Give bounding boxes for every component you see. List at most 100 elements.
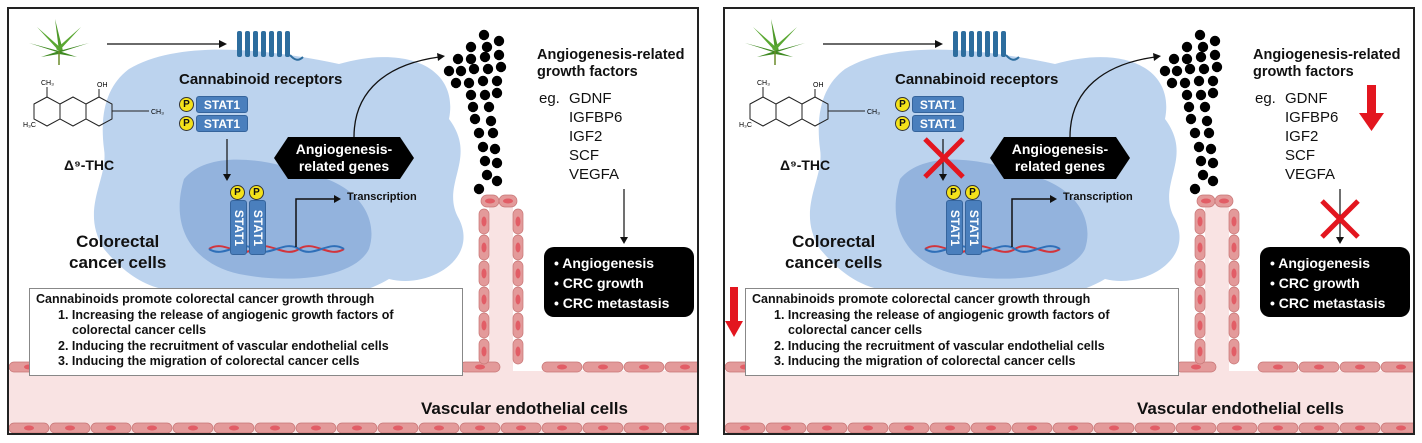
cell-nucleus <box>481 320 487 331</box>
growth-factor-dot <box>1205 143 1217 155</box>
cell-nucleus <box>680 364 690 370</box>
growth-factor-dot <box>450 77 462 89</box>
growth-factor-dot <box>1209 49 1221 61</box>
arrow-genes-factors <box>353 56 440 138</box>
thc-label: Δ⁹-THC <box>64 157 115 173</box>
cell-nucleus <box>986 425 996 431</box>
cell-nucleus <box>639 364 649 370</box>
growth-factor-dot <box>479 89 491 101</box>
cell-nucleus <box>515 216 521 227</box>
growth-factor-dot <box>1171 65 1183 77</box>
summary-item: 2. Inducing the recruitment of vascular … <box>774 338 1105 353</box>
cell-nucleus <box>1191 364 1201 370</box>
growth-factor-dot <box>452 53 464 65</box>
cell-nucleus <box>1197 294 1203 305</box>
growth-factor-dot <box>479 51 491 63</box>
growth-factor-dot <box>1207 157 1219 169</box>
transcription-arrow <box>295 198 334 247</box>
arrow-genes-factors <box>1069 56 1156 138</box>
cell-nucleus <box>1068 425 1078 431</box>
stat1-protein: STAT1 <box>196 115 248 132</box>
blood-vessel <box>725 194 1413 433</box>
outcome-item: • CRC metastasis <box>1270 295 1386 311</box>
growth-factor-dot <box>468 63 480 75</box>
panel-right: CH₃ OH CH₃ H₃C <box>723 7 1415 435</box>
outcome-item: • Angiogenesis <box>1270 255 1371 271</box>
outcome-item: • CRC growth <box>554 275 644 291</box>
stat1-nuclear: STAT1 <box>946 200 963 255</box>
stat1-nuclear: STAT1 <box>230 200 247 255</box>
cell-nucleus <box>1355 425 1365 431</box>
summary-head: Cannabinoids promote colorectal cancer g… <box>36 292 375 306</box>
growth-factor-dot <box>465 89 477 101</box>
cell-nucleus <box>740 425 750 431</box>
growth-factor-dot <box>493 35 505 47</box>
cell-nucleus <box>1197 216 1203 227</box>
growth-factor-dot <box>467 101 479 113</box>
cell-nucleus <box>1314 364 1324 370</box>
growth-factor-dot <box>443 65 455 77</box>
cell-nucleus <box>1197 268 1203 279</box>
summary-box: Cannabinoids promote colorectal cancer g… <box>29 288 463 376</box>
growth-factor-item: VEGFA <box>1285 166 1336 183</box>
decrease-arrow-icon <box>1359 85 1384 131</box>
growth-factor-item: SCF <box>569 147 599 164</box>
cell-nucleus <box>1109 425 1119 431</box>
cell-nucleus <box>1231 242 1237 253</box>
growth-factor-item: GDNF <box>569 90 612 107</box>
growth-factor-dot <box>1181 89 1193 101</box>
thc-structure-icon <box>749 87 865 127</box>
colorectal-cancer-cells-label: Colorectal cancer cells <box>69 231 166 273</box>
vessel-label: Vascular endothelial cells <box>421 399 628 418</box>
cell-nucleus <box>781 425 791 431</box>
cell-nucleus <box>352 425 362 431</box>
genes-label-line2: related genes <box>1014 158 1106 174</box>
growth-factor-dot <box>491 175 503 187</box>
thc-ch3-label: CH₃ <box>757 80 770 87</box>
growth-factor-dot <box>1189 183 1201 195</box>
growth-factor-dot <box>1184 63 1196 75</box>
growth-factor-item: IGFBP6 <box>569 109 623 126</box>
cell-nucleus <box>1396 364 1406 370</box>
cell-nucleus <box>481 216 487 227</box>
growth-factor-dot <box>465 53 477 65</box>
cell-nucleus <box>1355 364 1365 370</box>
cell-nucleus <box>147 425 157 431</box>
gf-prefix: eg. <box>1255 90 1276 107</box>
cell-nucleus <box>475 364 485 370</box>
growth-factor-dot <box>1195 51 1207 63</box>
cell-nucleus <box>822 425 832 431</box>
cannabinoid-receptor-icon <box>237 31 304 61</box>
growth-factor-dot <box>455 65 467 77</box>
cell-nucleus <box>1231 320 1237 331</box>
cell-nucleus <box>1231 294 1237 305</box>
growth-factor-dot <box>481 41 493 53</box>
cell-nucleus <box>503 198 513 204</box>
cell-nucleus <box>65 425 75 431</box>
gf-title-line2: growth factors <box>537 64 638 80</box>
cell-nucleus <box>516 425 526 431</box>
thc-label: Δ⁹-THC <box>780 157 831 173</box>
cell-nucleus <box>945 425 955 431</box>
growth-factor-dot <box>1209 35 1221 47</box>
phospho-badge: P <box>895 97 910 112</box>
vessel-label: Vascular endothelial cells <box>1137 399 1344 418</box>
cell-nucleus <box>481 294 487 305</box>
growth-factor-dot <box>1201 115 1213 127</box>
thc-ch3-tail-label: CH₃ <box>867 109 880 116</box>
transcription-label: Transcription <box>347 191 417 203</box>
cell-nucleus <box>481 242 487 253</box>
growth-factor-dot <box>1193 75 1205 87</box>
growth-factor-dot <box>477 141 489 153</box>
growth-factors-title: Angiogenesis-related growth factors <box>1253 47 1400 81</box>
growth-factor-dots <box>1159 29 1223 195</box>
growth-factor-dot <box>477 75 489 87</box>
thc-ch3-tail-label: CH₃ <box>151 109 164 116</box>
summary-item: 3. Inducing the migration of colorectal … <box>58 354 360 368</box>
growth-factor-dot <box>478 29 490 41</box>
cell-nucleus <box>1219 198 1229 204</box>
growth-factor-dot <box>1189 127 1201 139</box>
cell-nucleus <box>270 425 280 431</box>
growth-factor-dot <box>1198 63 1210 75</box>
cell-nucleus <box>515 268 521 279</box>
